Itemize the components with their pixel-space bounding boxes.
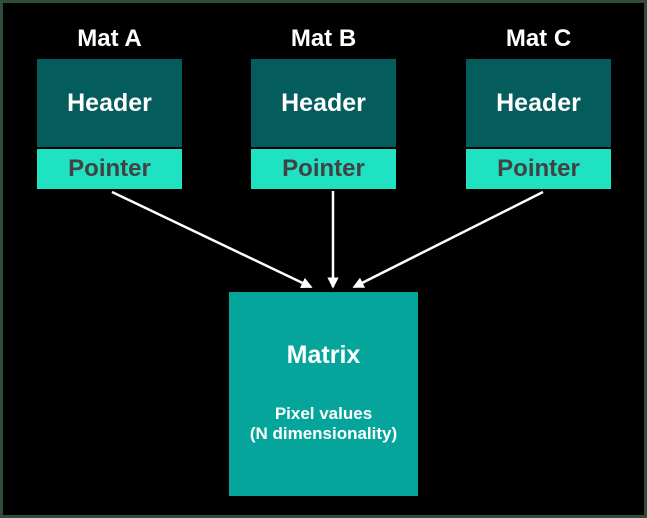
matrix-title: Matrix [286,341,361,369]
mat-a-header-box: Header [37,59,182,147]
mat-a-title: Mat A [77,25,142,52]
matrix-description-line2: (N dimensionality) [249,424,398,443]
mat-b-group: Mat B Header Pointer [251,24,396,189]
matrix-description: Pixel values (N dimensionality) [250,404,397,444]
mat-c-header-box: Header [466,59,611,147]
mat-a-pointer-box: Pointer [37,149,182,189]
matrix-description-line1: Pixel values [274,404,373,423]
mat-b-header-box: Header [251,59,396,147]
mat-c-pointer-box: Pointer [466,149,611,189]
mat-c-title: Mat C [505,25,572,52]
arrow-mat-a-to-matrix-icon [111,190,313,289]
arrow-mat-c-to-matrix-icon [352,190,544,289]
mat-b-pointer-box: Pointer [251,149,396,189]
mat-c-group: Mat C Header Pointer [466,24,611,189]
mat-b-title: Mat B [290,25,357,52]
matrix-box: Matrix Pixel values (N dimensionality) [229,292,418,496]
mat-a-group: Mat A Header Pointer [37,24,182,189]
